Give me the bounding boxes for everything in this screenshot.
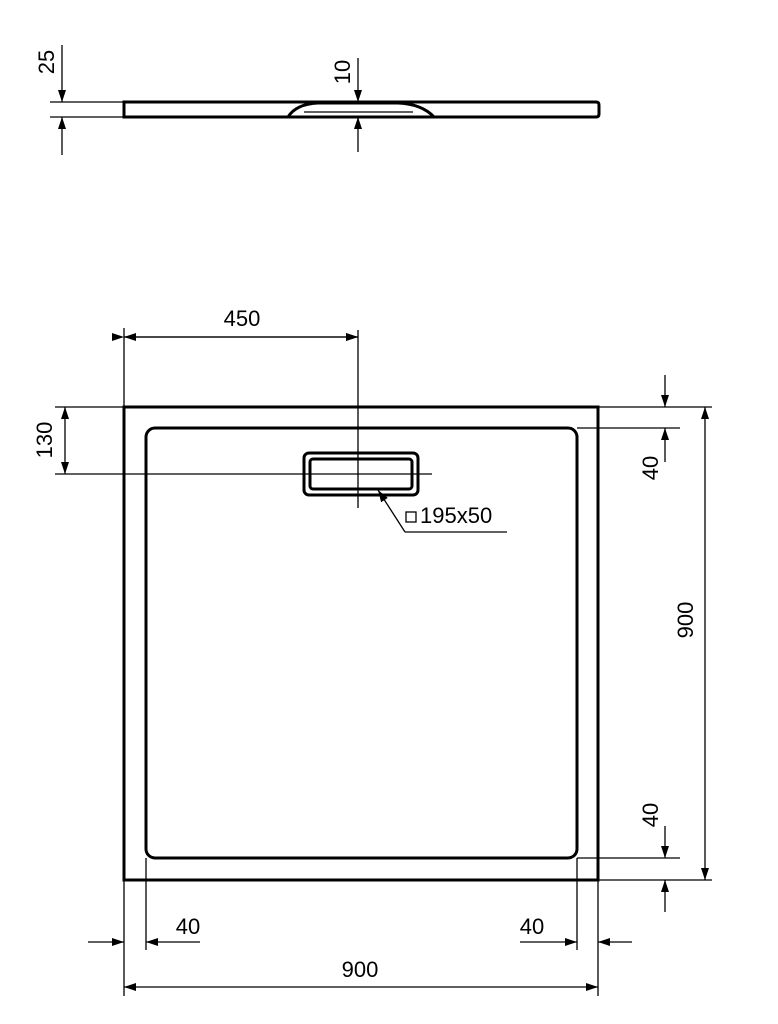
drain-offset-y-label: 130 — [32, 422, 57, 459]
bottom-right-rim-label: 40 — [520, 914, 544, 939]
bottom-left-rim-label: 40 — [176, 914, 200, 939]
thickness-label: 25 — [34, 50, 59, 74]
drain-size-label: 195x50 — [420, 503, 492, 528]
tray-side-profile — [122, 100, 601, 119]
tray-inner-basin — [144, 426, 579, 860]
plan-view: 450 130 195x50 40 900 40 — [32, 306, 712, 996]
drain-side-profile — [286, 101, 436, 119]
right-bottom-rim-label: 40 — [638, 803, 663, 827]
right-top-rim-label: 40 — [638, 456, 663, 480]
drain-offset-x-label: 450 — [224, 306, 261, 331]
square-symbol-icon — [405, 511, 417, 523]
tray-outline — [122, 405, 600, 882]
width-label: 900 — [342, 957, 379, 982]
drain-depth-label: 10 — [330, 60, 355, 84]
height-label: 900 — [673, 602, 698, 639]
side-view: 25 10 — [34, 45, 601, 155]
